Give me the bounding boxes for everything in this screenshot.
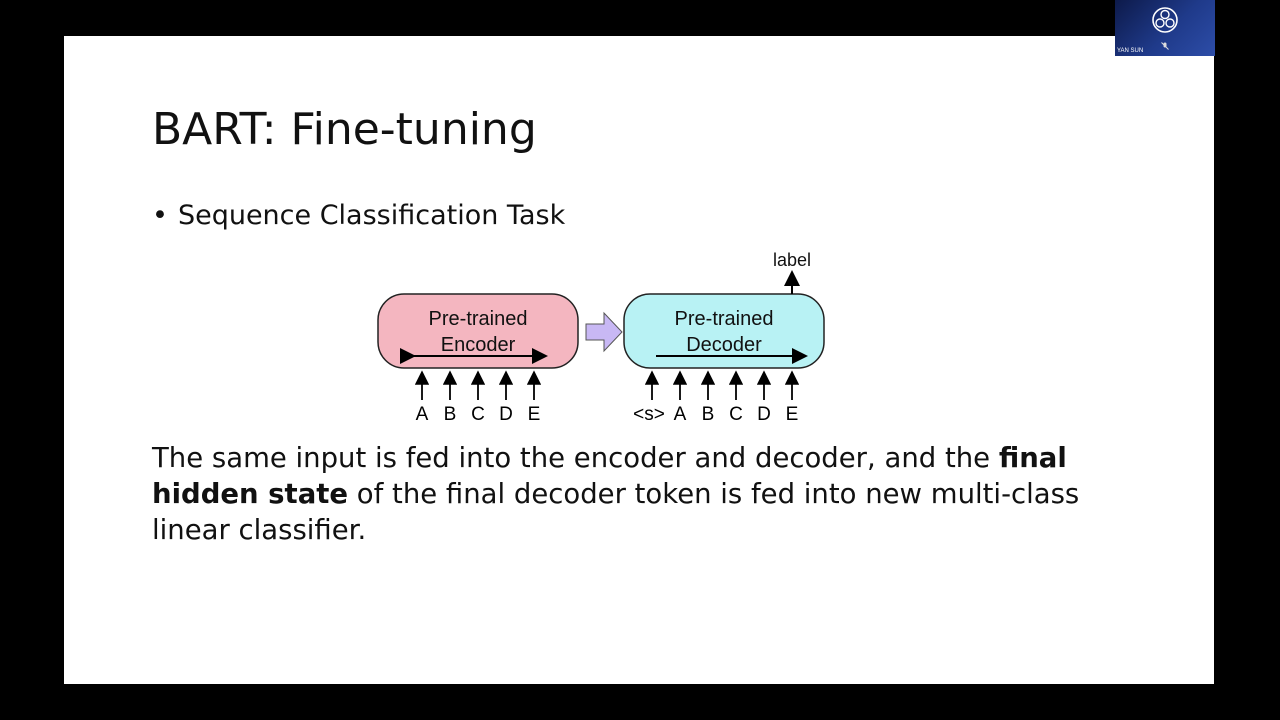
slide-title: BART: Fine-tuning: [152, 104, 537, 155]
decoder-input-token: <s>: [633, 404, 665, 425]
paragraph-text-1: The same input is fed into the encoder a…: [152, 442, 999, 474]
obs-logo-icon: [1152, 7, 1178, 33]
encoder-label-line2: Encoder: [441, 334, 516, 356]
encoder-input-token: D: [499, 404, 513, 425]
encoder-input-token: E: [528, 404, 541, 425]
encoder-input-token: C: [471, 404, 485, 425]
encoder-label-line1: Pre-trained: [429, 308, 528, 330]
decoder-input-arrows: [644, 370, 800, 400]
decoder-label-line1: Pre-trained: [675, 308, 774, 330]
bullet-item: • Sequence Classification Task: [152, 200, 565, 231]
paragraph-bold-text: final hidden state: [152, 442, 1067, 510]
decoder-label-line2: Decoder: [686, 334, 762, 356]
output-label: label: [773, 250, 811, 270]
mic-muted-icon: [1161, 42, 1169, 50]
participant-video-tile[interactable]: YAN SUN: [1115, 0, 1215, 56]
description-paragraph: The same input is fed into the encoder a…: [152, 440, 1112, 548]
encoder-input-token: A: [416, 404, 429, 425]
encoder-input-token: B: [444, 404, 457, 425]
participant-name: YAN SUN: [1117, 48, 1144, 54]
bullet-dot: •: [152, 200, 168, 231]
decoder-input-token: C: [729, 404, 743, 425]
decoder-input-token: D: [757, 404, 771, 425]
paragraph-text-2: of the final decoder token is fed into n…: [152, 478, 1080, 546]
transfer-arrow: [585, 311, 623, 353]
decoder-input-token: E: [786, 404, 799, 425]
bullet-text: Sequence Classification Task: [177, 200, 566, 231]
decoder-box: [623, 293, 825, 369]
encoder-input-arrows: [414, 370, 542, 400]
decoder-input-token: B: [702, 404, 715, 425]
slide: BART: Fine-tuning • Sequence Classificati…: [64, 36, 1214, 684]
bart-diagram: Pre-trained Encoder Pre-trained Decoder …: [377, 250, 825, 425]
decoder-input-token: A: [674, 404, 687, 425]
